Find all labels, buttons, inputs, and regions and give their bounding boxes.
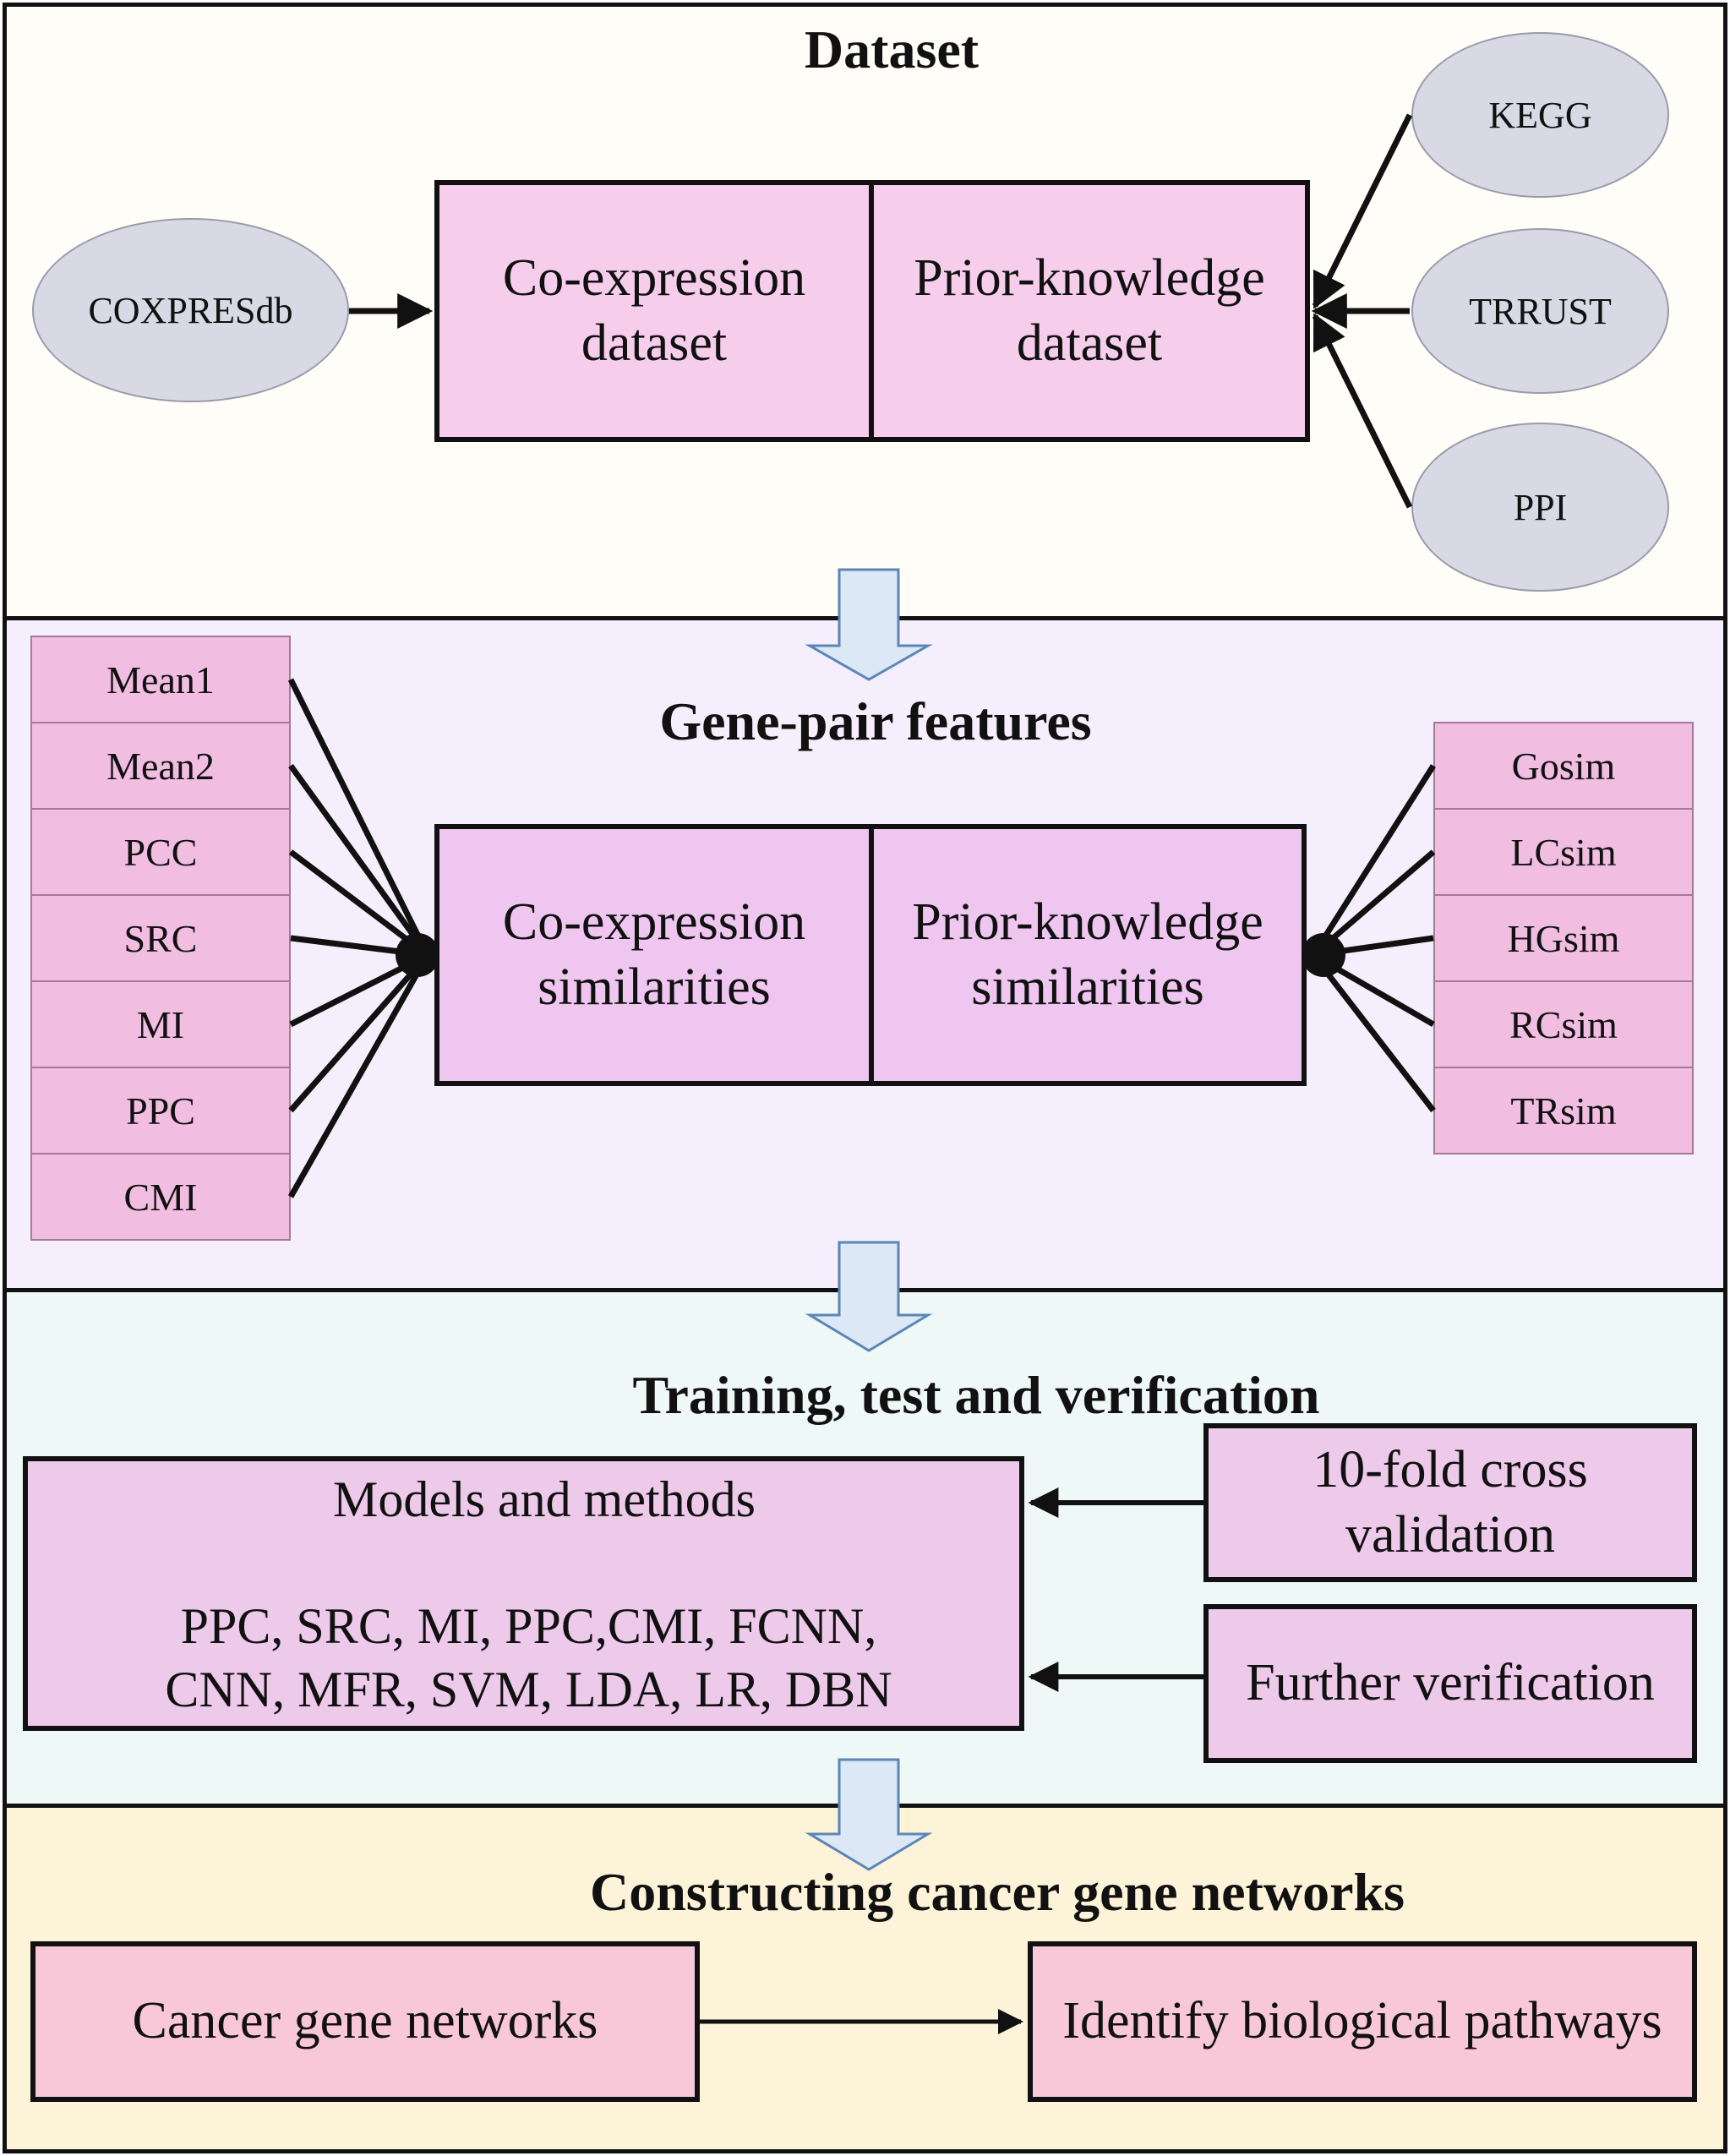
left-feature-mean1: Mean1 <box>30 636 291 723</box>
right-connector-1 <box>1311 764 1436 957</box>
left-feature-label: Mean2 <box>106 744 215 788</box>
source-trrust: TRRUST <box>1411 228 1669 394</box>
dataset-title: Dataset <box>804 19 980 79</box>
left-feature-label: Mean1 <box>106 658 215 701</box>
cross-validation-box: 10-fold cross validation <box>1203 1423 1697 1582</box>
coexpression-dataset-label: Co-expression dataset <box>502 248 806 373</box>
right-connector-5 <box>1311 952 1436 1113</box>
left-connector-7 <box>287 953 431 1198</box>
flow-arrow-3 <box>805 1758 933 1871</box>
arrow-kegg-to-prior <box>1312 113 1413 309</box>
right-feature-trsim: TRsim <box>1433 1067 1694 1154</box>
right-fan-junction <box>1302 933 1345 977</box>
source-ppi: PPI <box>1411 423 1669 592</box>
features-title: Gene-pair features <box>659 691 1092 751</box>
prior-knowledge-similarities-label: Prior-knowledge similarities <box>912 892 1263 1017</box>
source-ppi-label: PPI <box>1513 486 1568 528</box>
left-connector-6 <box>288 952 430 1113</box>
left-connector-1 <box>287 678 431 957</box>
training-title: Training, test and verification <box>632 1365 1320 1425</box>
cross-validation-label: 10-fold cross validation <box>1313 1440 1588 1564</box>
arrow-ppi-to-prior <box>1312 313 1413 509</box>
further-verification-box: Further verification <box>1203 1604 1697 1763</box>
left-feature-label: SRC <box>123 916 198 960</box>
right-feature-lcsim: LCsim <box>1433 808 1694 896</box>
left-feature-cmi: CMI <box>30 1153 291 1241</box>
left-feature-label: MI <box>136 1002 185 1046</box>
left-feature-pcc: PCC <box>30 808 291 896</box>
models-list: PPC, SRC, MI, PPC,CMI, FCNN, CNN, MFR, S… <box>165 1598 892 1717</box>
prior-knowledge-similarities-box: Prior-knowledge similarities <box>869 824 1307 1086</box>
right-feature-label: LCsim <box>1510 830 1617 874</box>
coexpression-dataset-box: Co-expression dataset <box>434 180 874 442</box>
source-kegg: KEGG <box>1411 32 1669 198</box>
left-feature-label: CMI <box>123 1175 198 1219</box>
right-feature-label: Gosim <box>1511 744 1616 788</box>
left-connector-2 <box>288 763 430 958</box>
left-feature-label: PPC <box>126 1089 195 1133</box>
left-feature-ppc: PPC <box>30 1067 291 1154</box>
cancer-networks-label: Cancer gene networks <box>132 1992 598 2050</box>
prior-knowledge-dataset-label: Prior-knowledge dataset <box>914 248 1265 373</box>
right-feature-label: RCsim <box>1509 1002 1618 1046</box>
source-kegg-label: KEGG <box>1488 94 1592 136</box>
left-feature-mean2: Mean2 <box>30 722 291 810</box>
networks-title: Constructing cancer gene networks <box>589 1862 1405 1922</box>
flow-arrow-1 <box>805 568 933 681</box>
further-verification-label: Further verification <box>1246 1654 1655 1712</box>
coexpression-similarities-box: Co-expression similarities <box>434 824 874 1086</box>
prior-knowledge-dataset-box: Prior-knowledge dataset <box>869 180 1310 442</box>
source-trrust-label: TRRUST <box>1469 290 1612 332</box>
left-feature-label: PCC <box>123 830 198 874</box>
source-coxpresdb: COXPRESdb <box>32 218 349 402</box>
models-title: Models and methods <box>333 1471 756 1527</box>
flow-arrow-2 <box>805 1241 933 1352</box>
right-feature-gosim: Gosim <box>1433 722 1694 810</box>
left-feature-src: SRC <box>30 894 291 982</box>
source-coxpresdb-label: COXPRESdb <box>88 289 293 331</box>
left-fan-junction <box>396 933 439 977</box>
right-feature-label: HGsim <box>1507 916 1620 960</box>
biological-pathways-label: Identify biological pathways <box>1062 1992 1662 2050</box>
cancer-networks-box: Cancer gene networks <box>30 1941 700 2102</box>
biological-pathways-box: Identify biological pathways <box>1028 1941 1697 2102</box>
right-feature-label: TRsim <box>1510 1089 1617 1133</box>
coexpression-similarities-label: Co-expression similarities <box>502 892 806 1017</box>
models-box: Models and methods PPC, SRC, MI, PPC,CMI… <box>23 1456 1024 1731</box>
right-feature-hgsim: HGsim <box>1433 894 1694 982</box>
left-feature-mi: MI <box>30 980 291 1068</box>
